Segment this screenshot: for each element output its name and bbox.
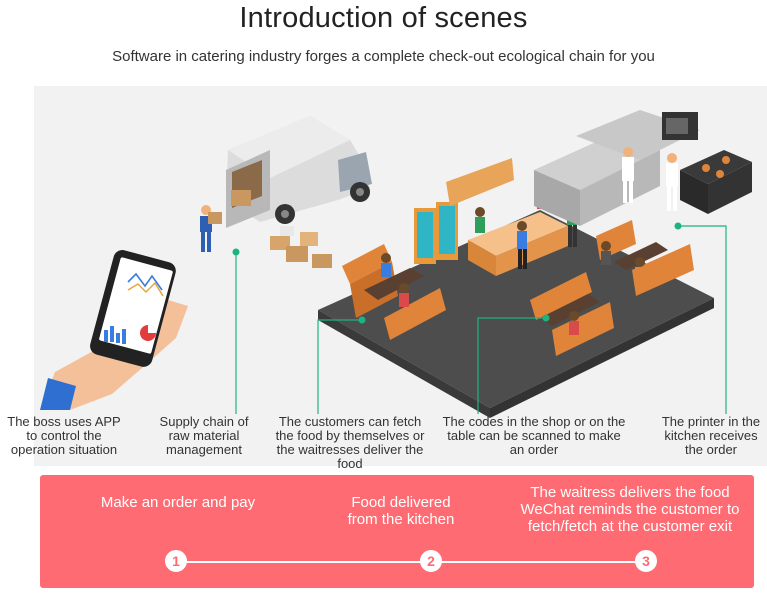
- caption-kitchen-printer: The printer in the kitchen receives the …: [661, 414, 761, 457]
- restaurant-floor-icon: [318, 158, 714, 418]
- page-subtitle: Software in catering industry forges a c…: [112, 48, 655, 65]
- caption-supply-chain: Supply chain of raw material management: [159, 414, 249, 457]
- leader-dots: [232, 222, 682, 324]
- step-3-label: The waitress delivers the food WeChat re…: [520, 484, 740, 535]
- boxes-icon: [270, 226, 332, 268]
- step-connector: [186, 561, 638, 563]
- leader-lines: [235, 225, 727, 414]
- steps-panel: [40, 475, 754, 588]
- kitchen-icon: [534, 110, 752, 226]
- step-2-label: Food delivered from the kitchen: [347, 494, 455, 528]
- smartphone-icon: [40, 250, 188, 410]
- step-1-label: Make an order and pay: [100, 494, 256, 511]
- delivery-worker-icon: [200, 205, 222, 252]
- caption-scan-codes: The codes in the shop or on the table ca…: [442, 414, 626, 457]
- step-3-marker: 3: [635, 550, 657, 572]
- scene-illustration: [40, 110, 752, 418]
- step-2-marker: 2: [420, 550, 442, 572]
- page-title: Introduction of scenes: [239, 2, 528, 34]
- delivery-van-icon: [226, 116, 372, 228]
- step-1-marker: 1: [165, 550, 187, 572]
- caption-customers-fetch: The customers can fetch the food by them…: [275, 414, 425, 471]
- caption-boss-app: The boss uses APP to control the operati…: [7, 414, 121, 457]
